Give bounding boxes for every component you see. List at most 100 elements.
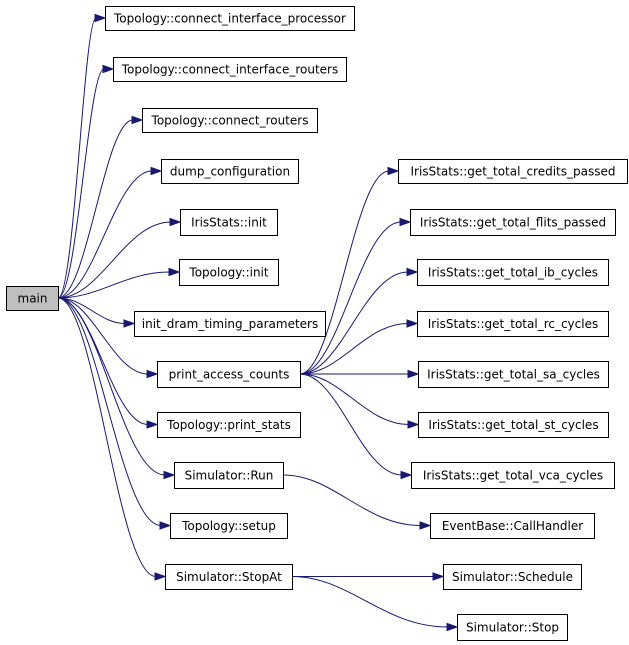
node-label: Simulator::StopAt [176,570,282,584]
node-box [443,564,582,590]
node-label: IrisStats::get_total_vca_cycles [423,469,603,483]
node-label: dump_configuration [170,165,290,179]
node-box [180,209,278,236]
node-ssched[interactable]: Simulator::Schedule [443,564,582,590]
edge-pac-g_vca [299,373,403,476]
node-label: IrisStats::get_total_sa_cycles [427,368,600,382]
arrowhead-pac-g_ib [406,267,419,277]
arrowhead-main-dump [150,166,163,176]
arrowhead-pac-g_credits [387,166,400,176]
arrowhead-pac-g_sa [407,369,420,379]
node-box [170,513,288,539]
node-label: Topology::print_stats [166,418,291,432]
arrowhead-sstopat-sstop [446,622,459,632]
edge-main-cir [57,68,105,299]
arrowhead-main-srun [163,470,176,480]
node-box [157,412,301,438]
edge-main-tinit [57,271,171,299]
node-g_ib[interactable]: IrisStats::get_total_ib_cycles [417,259,609,286]
edge-pac-g_ib [299,271,409,375]
node-main[interactable]: main [6,286,59,311]
call-nodes: main Topology::connect_interface_processo… [6,6,628,641]
arrowhead-sstopat-ssched [432,572,445,581]
node-box [418,412,609,438]
node-label: Topology::connect_routers [151,114,309,128]
node-cr[interactable]: Topology::connect_routers [142,108,318,133]
node-pac[interactable]: print_access_counts [157,361,301,388]
arrowhead-pac-g_rc [406,319,419,328]
node-box [134,311,326,337]
node-box [418,361,609,388]
node-sstopat[interactable]: Simulator::StopAt [165,564,293,590]
arrowhead-srun-ebch [419,521,432,530]
node-g_st[interactable]: IrisStats::get_total_st_cycles [418,412,609,438]
edge-pac-g_rc [299,323,409,375]
edge-main-cr [57,119,134,299]
node-label: Topology::connect_interface_processor [113,12,346,26]
node-box [457,614,568,641]
node-g_rc[interactable]: IrisStats::get_total_rc_cycles [417,311,609,337]
node-label: print_access_counts [169,368,290,382]
node-tinit[interactable]: Topology::init [179,259,279,286]
node-box [410,209,616,236]
arrowhead-main-cr [131,115,144,125]
node-srun[interactable]: Simulator::Run [174,462,284,489]
node-g_sa[interactable]: IrisStats::get_total_sa_cycles [418,361,609,388]
node-ebch[interactable]: EventBase::CallHandler [430,513,595,539]
node-tps[interactable]: Topology::print_stats [157,412,301,438]
node-isinit[interactable]: IrisStats::init [180,209,278,236]
node-box [174,462,284,489]
arrowhead-main-isinit [169,217,182,227]
node-box [430,513,595,539]
edge-main-idram [57,297,126,324]
edge-main-dump [57,170,153,299]
node-box [411,462,615,489]
node-label: Topology::setup [181,519,276,533]
node-box [161,159,299,184]
node-label: IrisStats::get_total_credits_passed [411,165,616,179]
node-box [165,564,293,590]
edge-sstopat-sstop [291,576,449,628]
node-label: IrisStats::get_total_ib_cycles [428,266,598,280]
node-idram[interactable]: init_dram_timing_parameters [134,311,326,337]
node-g_credits[interactable]: IrisStats::get_total_credits_passed [398,159,628,184]
node-label: IrisStats::get_total_flits_passed [420,216,606,230]
arrowhead-pac-g_st [407,420,420,429]
arrowhead-main-tsetup [159,521,172,530]
arrowhead-main-idram [123,319,136,328]
node-g_flits[interactable]: IrisStats::get_total_flits_passed [410,209,616,236]
node-label: IrisStats::init [191,216,267,230]
node-g_vca[interactable]: IrisStats::get_total_vca_cycles [411,462,615,489]
arrowhead-main-cip [94,13,107,23]
node-box [105,6,355,31]
node-box [398,159,628,184]
node-box [417,259,609,286]
edge-main-isinit [57,221,172,299]
node-label: Simulator::Run [185,469,274,483]
arrowhead-main-sstopat [154,572,167,581]
arrowhead-pac-g_vca [400,470,413,480]
node-box [113,57,347,82]
edge-pac-g_st [299,373,410,425]
node-sstop[interactable]: Simulator::Stop [457,614,568,641]
node-label: EventBase::CallHandler [442,519,583,533]
edge-main-cip [57,17,97,299]
node-cip[interactable]: Topology::connect_interface_processor [105,6,355,31]
edge-main-srun [57,297,166,476]
node-cir[interactable]: Topology::connect_interface_routers [113,57,347,82]
node-label: IrisStats::get_total_rc_cycles [428,317,598,331]
node-box [417,311,609,337]
node-label: IrisStats::get_total_st_cycles [428,418,598,432]
edge-pac-g_credits [299,170,390,375]
arrowhead-main-tinit [168,267,181,277]
arrowhead-main-tps [146,420,159,429]
arrowhead-main-cir [102,64,115,74]
node-label: init_dram_timing_parameters [142,317,318,331]
node-dump[interactable]: dump_configuration [161,159,299,184]
node-label: Simulator::Schedule [452,570,573,584]
node-label: Simulator::Stop [466,621,559,635]
node-tsetup[interactable]: Topology::setup [170,513,288,539]
arrowhead-main-pac [146,369,159,379]
edge-main-tsetup [57,297,162,526]
